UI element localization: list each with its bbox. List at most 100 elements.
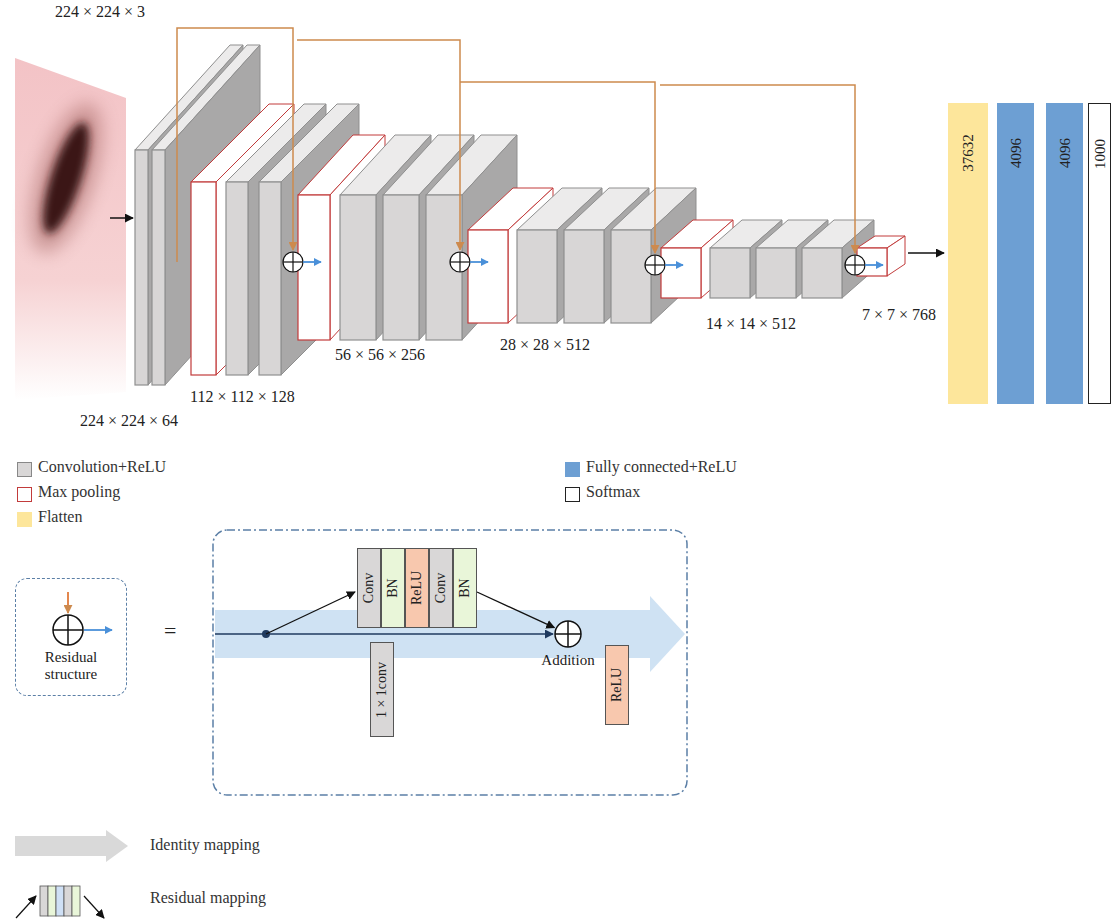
fully-connected-layer: 4096 [997, 103, 1034, 404]
skip-connection [177, 28, 293, 262]
flatten-layer: 37632 [948, 103, 988, 404]
dimension-label: 224 × 224 × 64 [80, 412, 178, 430]
legend-text: Softmax [586, 483, 640, 501]
identity-band-head [650, 596, 685, 672]
residual-structure-box: Residual structure [15, 578, 127, 696]
legend-swatch [17, 462, 32, 477]
sum-symbol [283, 252, 303, 272]
conv-layer [135, 150, 148, 385]
residual-mapping-sample [64, 886, 72, 916]
legend-text: Max pooling [38, 483, 120, 501]
residual-mapping-sample [84, 896, 104, 918]
dimension-label: 7 × 7 × 768 [862, 306, 936, 324]
residual-input-arrow [266, 592, 355, 634]
bn-block: BN [453, 548, 477, 628]
skip-input-arrow [67, 592, 69, 613]
node-text: Residual structure [26, 649, 116, 684]
conv-layer [756, 248, 796, 298]
softmax-layer: 1000 [1088, 103, 1111, 404]
skip-connection [460, 82, 655, 253]
max-pooling-layer [468, 230, 508, 323]
dimension-label: 112 × 112 × 128 [190, 388, 295, 406]
residual-output-arrow [865, 264, 883, 266]
sum-symbol [567, 621, 569, 647]
node-text: ReLU [410, 571, 424, 605]
node-text: 4096 [1057, 138, 1072, 168]
sum-symbol [854, 255, 855, 275]
conv-block: Conv [429, 548, 453, 628]
residual-mapping-sample [72, 886, 80, 916]
legend-text: Identity mapping [150, 836, 260, 854]
max-pooling-layer [887, 236, 905, 276]
flatten-arrow [908, 252, 944, 254]
conv-layer [383, 195, 419, 340]
node-text: 1 × 1conv [375, 661, 389, 717]
skip-connection [660, 85, 855, 253]
legend-text: Fully connected+ReLU [586, 458, 737, 476]
residual-output-arrow [84, 629, 112, 631]
sum-symbol [450, 252, 470, 272]
conv-layer [710, 248, 750, 298]
relu-block: ReLU [605, 645, 629, 725]
legend-text: Flatten [38, 508, 82, 526]
node-text: BN [458, 578, 472, 597]
conv-layer [340, 195, 376, 340]
sum-symbol [654, 255, 655, 275]
dimension-label: 14 × 14 × 512 [706, 315, 796, 333]
node-text: 4096 [1008, 138, 1023, 168]
node-text: 37632 [961, 134, 976, 172]
residual-branch-arrow [477, 592, 554, 628]
legend-swatch [565, 487, 580, 502]
legend-text: Convolution+ReLU [38, 458, 166, 476]
lesion-halo [15, 95, 116, 261]
equals-sign: = [164, 618, 176, 644]
dimension-label: 224 × 224 × 3 [55, 3, 145, 21]
residual-mapping-sample [56, 886, 64, 916]
conv-layer [165, 45, 260, 385]
sum-symbol [555, 621, 581, 647]
max-pooling-layer [661, 248, 701, 298]
conv-layer [517, 230, 557, 323]
conv1x1-block: 1 × 1conv [370, 642, 394, 737]
conv-layer [802, 248, 842, 298]
sum-symbol [292, 252, 293, 272]
fully-connected-layer: 4096 [1046, 103, 1083, 404]
identity-mapping-sample [15, 830, 128, 862]
dimension-label: 28 × 28 × 512 [500, 336, 590, 354]
expanded-frame [213, 530, 687, 795]
residual-mapping-sample [40, 886, 48, 916]
residual-mapping-sample [48, 886, 56, 916]
node-text: BN [386, 578, 400, 597]
conv-layer [152, 150, 165, 385]
legend-swatch [17, 512, 32, 527]
input-arrow [110, 217, 133, 219]
legend-swatch [17, 487, 32, 502]
max-pooling-layer [298, 195, 330, 340]
dimension-label: 56 × 56 × 256 [335, 346, 425, 364]
residual-mapping-sample [16, 896, 36, 918]
node-text: Conv [434, 573, 448, 603]
skip-connection [297, 40, 460, 250]
conv-block: Conv [357, 548, 381, 628]
legend-swatch [565, 462, 580, 477]
addition-symbol [554, 620, 582, 648]
residual-output-arrow [303, 261, 321, 263]
residual-output-arrow [470, 261, 488, 263]
node-text: Conv [362, 573, 376, 603]
node-text: Addition [541, 652, 594, 669]
conv-layer [226, 182, 248, 375]
sum-symbol [459, 252, 460, 272]
max-pooling-layer [191, 182, 216, 375]
sum-symbol [53, 615, 83, 645]
sum-symbol [845, 255, 865, 275]
bn-block: BN [381, 548, 405, 628]
node-text: ReLU [610, 668, 624, 702]
conv-layer [564, 230, 604, 323]
lesion-image [15, 58, 126, 400]
conv-layer [611, 230, 651, 323]
relu-block: ReLU [405, 548, 429, 628]
lesion [34, 118, 98, 238]
